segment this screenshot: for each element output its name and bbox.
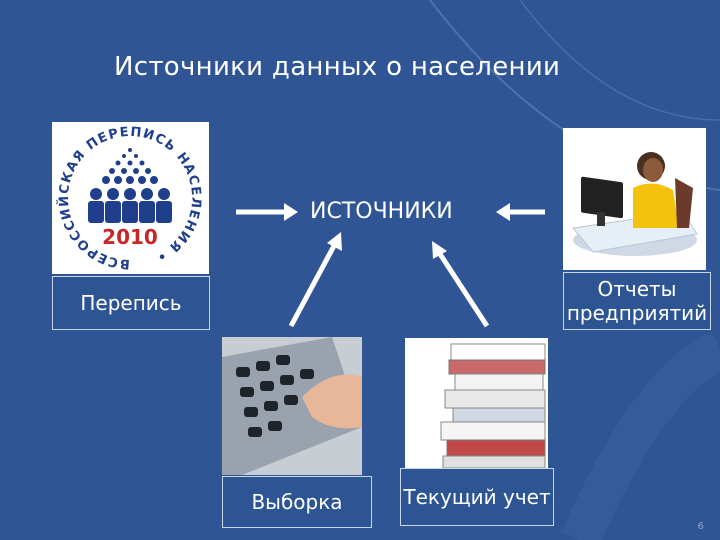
census-logo-image: ВСЕРОССИЙСКАЯ ПЕРЕПИСЬ НАСЕЛЕНИЯ • 2010 <box>52 122 209 274</box>
arrow-census-to-center <box>236 203 298 221</box>
page-number: 6 <box>697 521 704 532</box>
reports-label-box: Отчеты предприятий <box>563 272 711 330</box>
arrow-reports-to-center <box>496 203 545 221</box>
census-label: Перепись <box>80 291 182 315</box>
census-label-box: Перепись <box>52 276 210 330</box>
census-logo-year: 2010 <box>102 225 158 249</box>
reports-image <box>563 128 706 270</box>
census-logo-icon: ВСЕРОССИЙСКАЯ ПЕРЕПИСЬ НАСЕЛЕНИЯ • 2010 <box>56 125 202 271</box>
center-label: ИСТОЧНИКИ <box>310 199 453 224</box>
current-label: Текущий учет <box>403 485 551 509</box>
slide-title: Источники данных о населении <box>114 52 561 82</box>
book-stack-icon <box>440 343 546 469</box>
reports-label: Отчеты предприятий <box>566 277 708 325</box>
books-image <box>405 338 548 469</box>
current-label-box: Текущий учет <box>400 468 554 526</box>
sample-label: Выборка <box>251 490 343 514</box>
sample-label-box: Выборка <box>222 476 372 528</box>
office-worker-icon <box>572 152 698 256</box>
calculator-icon <box>222 337 362 475</box>
arrow-current-to-center <box>432 241 490 328</box>
arrow-sample-to-center <box>288 232 342 328</box>
calculator-image <box>222 337 362 475</box>
